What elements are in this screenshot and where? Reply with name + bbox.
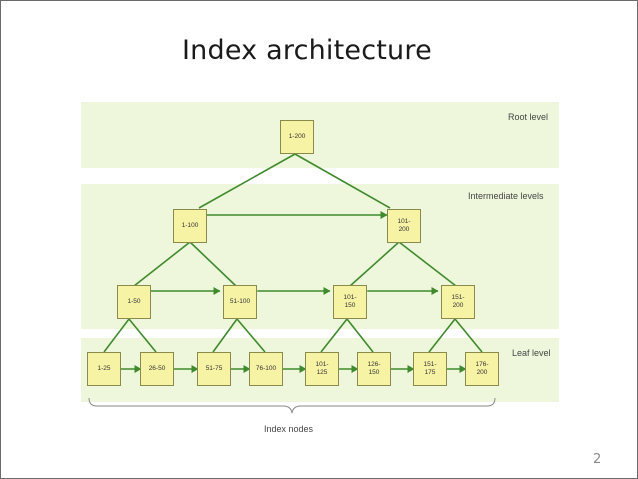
edge-l2a-to-leaf2 [128,318,157,353]
root-level-label: Root level [508,112,549,122]
edge-l2c-to-leaf6 [346,318,374,353]
leaf-node-2: 26-50 [140,352,174,386]
edge-l2b-to-leaf4 [236,318,266,353]
edge-root-to-l1-right [294,153,391,209]
index-nodes-brace [88,397,496,414]
leaf-node-3: 51-75 [197,352,231,386]
leaf-node-8: 176- 200 [465,352,499,386]
root-level-band [81,102,559,168]
index-nodes-caption: Index nodes [264,424,314,434]
leaf-node-5: 101- 125 [305,352,339,386]
node-l1-2: 101- 200 [387,209,421,243]
edge-l1a-to-l2a [133,241,191,287]
node-root: 1-200 [280,120,314,154]
intermediate-levels-label: Intermediate levels [468,191,544,201]
node-l2-2: 51-100 [223,285,257,319]
leaf-node-1: 1-25 [87,352,121,386]
edge-l2d-to-leaf8 [454,318,483,353]
intermediate-levels-band [81,184,559,329]
node-l2-4: 151- 200 [441,285,475,319]
edge-l1b-to-l2c [349,241,400,287]
edge-root-to-l1-left [198,153,296,209]
edge-l2d-to-leaf7 [428,318,456,353]
leaf-node-4: 76-100 [249,352,283,386]
node-l2-1: 1-50 [117,285,151,319]
leaf-level-label: Leaf level [512,348,551,358]
slide-title: Index architecture [182,35,432,66]
page-number: 2 [593,452,602,467]
node-l2-3: 101- 150 [333,285,367,319]
edge-l1b-to-l2d [398,241,457,287]
node-l1-1: 1-100 [173,209,207,243]
edge-l1a-to-l2b [189,241,237,287]
leaf-node-7: 151- 175 [413,352,447,386]
edge-l2c-to-leaf5 [320,318,348,353]
leaf-node-6: 126- 150 [357,352,391,386]
edge-l2a-to-leaf1 [103,318,130,353]
edge-l2b-to-leaf3 [212,318,238,353]
